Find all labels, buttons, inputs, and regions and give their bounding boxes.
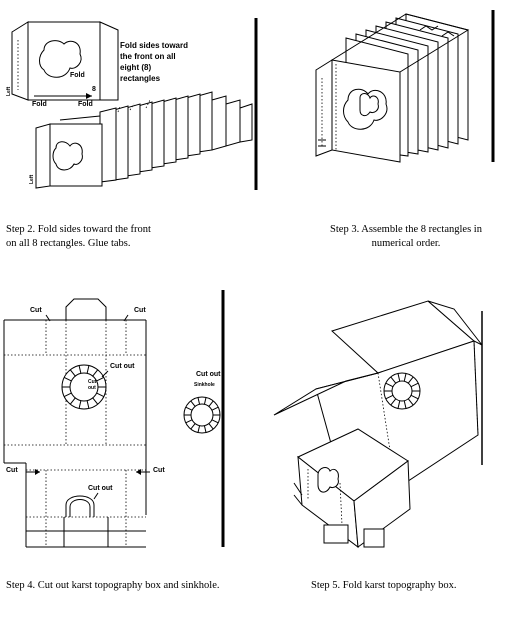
cut-label-right: Cut [153, 467, 165, 474]
fold-label-2: Fold [32, 101, 47, 108]
box-net [4, 320, 146, 547]
step3-panel [300, 0, 505, 200]
step5-caption: Step 5. Fold karst topography box. [311, 579, 501, 593]
svg-text:Left: Left [6, 87, 12, 97]
step4-caption: Step 4. Cut out karst topography box and… [6, 579, 266, 593]
sinkhole-label: Sinkhole [194, 382, 215, 388]
rectangle-stack [36, 92, 252, 188]
side-cut-out-label: Cut out [196, 371, 221, 378]
step3-caption: Step 3. Assemble the 8 rectangles in num… [311, 223, 501, 251]
number-label: 8 [92, 86, 96, 93]
cut-out-center-label: Cut out [110, 363, 135, 370]
sinkhole-cutout [184, 397, 220, 433]
step2-caption: Step 2. Fold sides toward the front on a… [6, 223, 246, 251]
center-cutout [62, 365, 106, 409]
cut-out-lower-label: Cut out [88, 485, 113, 492]
step5-panel [268, 285, 505, 555]
step2-illustration: Left Left [0, 0, 260, 200]
assembled-rectangles [316, 14, 468, 162]
left-flap [12, 22, 28, 100]
svg-text:Left: Left [29, 175, 35, 185]
fold-label-1: Fold [70, 72, 85, 79]
cut-out-small-label: Cut out [88, 379, 96, 391]
right-flap [100, 22, 118, 100]
top-tab [66, 299, 106, 320]
step4-illustration [0, 285, 260, 555]
step2-panel: Left Left Fold Fold Fold 8 Fold sides to… [0, 0, 260, 200]
cut-label-top-left: Cut [30, 307, 42, 314]
step4-panel: Cut Cut Cut Cut Cut out Cut out Cut out … [0, 285, 260, 555]
step2-note: Fold sides toward the front on all eight… [120, 40, 202, 84]
folded-box [274, 301, 482, 547]
cut-label-left: Cut [6, 467, 18, 474]
cut-label-top-right: Cut [134, 307, 146, 314]
step5-illustration [268, 285, 505, 555]
step3-illustration [300, 0, 505, 200]
fold-label-3: Fold [78, 101, 93, 108]
